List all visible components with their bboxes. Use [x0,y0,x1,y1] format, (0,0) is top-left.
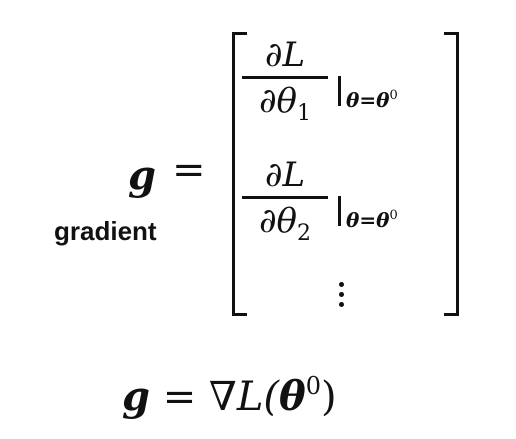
partial-derivative-row-1: ∂L ∂θ1 [242,36,328,133]
evaluation-point-row-1: θ=θ0 [346,88,398,112]
gradient-label: gradient [54,216,157,246]
gradient-vector-symbol: g [128,152,156,199]
denominator: ∂θ1 [258,81,312,126]
evaluation-point-row-2: θ=θ0 [346,208,398,232]
denominator: ∂θ2 [258,201,312,246]
right-bracket [444,32,459,316]
equals-sign: = [172,147,206,193]
numerator: ∂L [264,155,306,195]
numerator: ∂L [264,35,306,75]
partial-derivative-row-2: ∂L ∂θ2 [242,156,328,253]
gradient-equation: g = ∇L(θ0) [122,372,337,420]
fraction-bar [242,196,328,199]
vertical-ellipsis [338,282,346,312]
evaluation-bar-row-2 [338,196,341,226]
evaluation-bar-row-1 [338,76,341,106]
left-bracket [232,32,247,316]
fraction-bar [242,76,328,79]
